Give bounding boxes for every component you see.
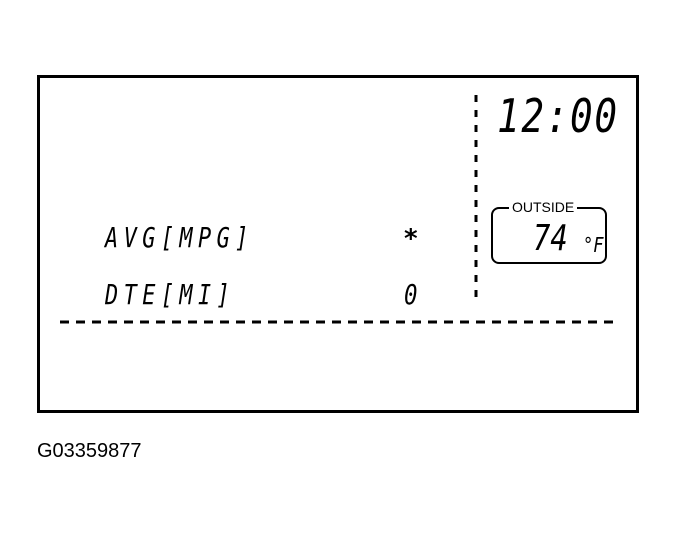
dte-label: DTE[MI] (105, 278, 236, 311)
figure-id: G03359877 (37, 440, 142, 462)
clock-readout: 12:00 (497, 89, 619, 143)
dte-value: 0 (404, 278, 418, 311)
outside-label: OUTSIDE (509, 199, 578, 215)
outside-temp-value: 74 (533, 218, 568, 259)
display-panel (37, 75, 639, 413)
outside-temp-unit: °F (583, 233, 604, 257)
avg-mpg-value: * (403, 224, 419, 254)
avg-mpg-label: AVG[MPG] (105, 221, 254, 254)
